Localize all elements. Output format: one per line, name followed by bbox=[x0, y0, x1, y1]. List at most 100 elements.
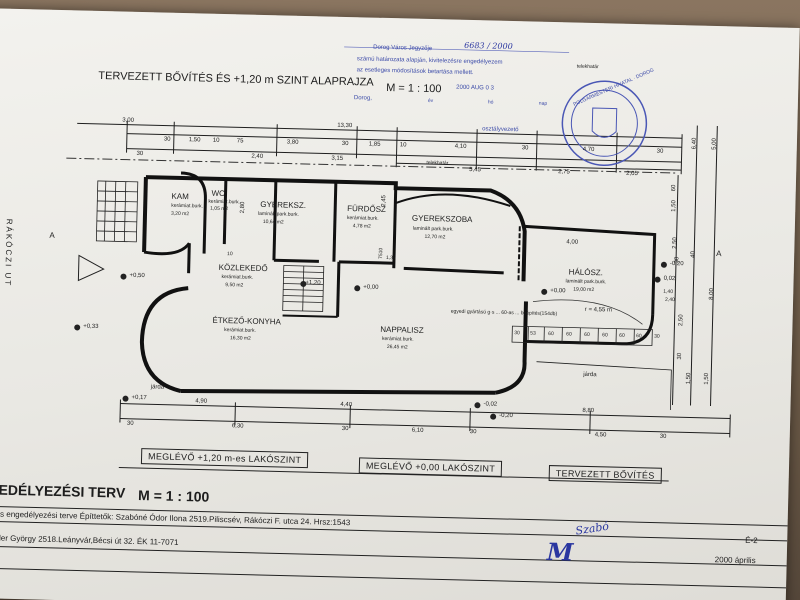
dim-inner: 4,00 bbox=[566, 239, 579, 246]
stair-step-dim: 30 bbox=[654, 333, 660, 340]
dim-top-r2-11: 4,70 bbox=[582, 146, 595, 154]
dim-bottom-r2: 30 bbox=[469, 429, 477, 436]
room-area: 4,78 m2 bbox=[352, 223, 371, 230]
level-mark: +0,33 bbox=[83, 323, 99, 330]
dim-top-r2-2: 1,50 bbox=[188, 137, 201, 144]
room-name: WC bbox=[211, 188, 225, 199]
room-area: 1,05 m2 bbox=[210, 205, 229, 213]
room-area: 12,70 m2 bbox=[424, 233, 446, 241]
dim-top-r3-2: 2,40 bbox=[251, 153, 264, 160]
dim-inner: 10 bbox=[226, 251, 233, 258]
room-area: 9,50 m2 bbox=[225, 282, 244, 289]
dim-bottom-r2: 6,30 bbox=[231, 423, 244, 430]
sidewalk-label-left: járda bbox=[150, 384, 165, 391]
dim-right: 30 bbox=[674, 256, 681, 264]
dim-bottom: 4,90 bbox=[195, 398, 208, 405]
room-finish: kerámiat.burk. bbox=[221, 273, 254, 281]
stamp-date: 2000 AUG 0 3 bbox=[456, 84, 494, 92]
sidewalk-label-right: járda bbox=[583, 371, 597, 379]
dim-bottom-r2: 30 bbox=[341, 425, 349, 433]
property-line-label-top: telekhatár bbox=[576, 63, 599, 71]
property-line-label: telekhatár bbox=[426, 159, 449, 167]
dim-right: 30 bbox=[676, 352, 684, 360]
sheet-number: É-2 bbox=[745, 535, 758, 546]
legend-planned-extension: TERVEZETT BŐVÍTÉS bbox=[548, 465, 662, 484]
dim-right: 5,00 bbox=[711, 138, 718, 150]
stair-step-dim: 53 bbox=[530, 330, 536, 337]
room-finish: kerámiat.burk. bbox=[381, 335, 414, 343]
room-name: GYEREKSZ. bbox=[260, 199, 307, 211]
dim-top-r2-1: 30 bbox=[163, 136, 171, 143]
dim-right: 1,50 bbox=[671, 200, 678, 212]
section-mark-left: A bbox=[49, 230, 55, 240]
dim-top-r2-9: 4,10 bbox=[454, 143, 467, 150]
room-name: NAPPALISZ bbox=[380, 324, 424, 335]
dim-top-r2-7: 1,85 bbox=[368, 141, 381, 148]
room-area: 19,00 m2 bbox=[573, 286, 595, 294]
stamp-ho: hó bbox=[487, 99, 494, 106]
stamp-city: Dorog, bbox=[353, 95, 372, 102]
room-finish: laminált park.burk. bbox=[257, 210, 299, 218]
stair-step-dim: 60 bbox=[548, 330, 554, 338]
level-mark: -0,20 bbox=[499, 412, 513, 420]
dim-inner: 2,80 bbox=[239, 201, 247, 214]
room-area: 26,45 m2 bbox=[386, 344, 408, 351]
dim-bottom: 8,80 bbox=[582, 407, 595, 415]
room-name: KAM bbox=[171, 191, 189, 202]
stamp-signer: osztályvezető bbox=[482, 126, 519, 134]
level-mark: +0,00 bbox=[550, 288, 566, 295]
dim-top-r2-5: 3,80 bbox=[286, 139, 299, 146]
stamp-ev: év bbox=[427, 97, 434, 105]
dim-right: 2,50 bbox=[678, 314, 685, 327]
dim-top-r2-12: 30 bbox=[656, 148, 664, 155]
dim-bottom-r2: 30 bbox=[659, 433, 667, 440]
dim-top-r3-4: 5,45 bbox=[469, 167, 481, 174]
stamp-handwritten-number: 6683 / 2000 bbox=[464, 40, 513, 52]
dim-right: 1,50 bbox=[703, 372, 711, 385]
dim-inner: 7510 bbox=[378, 247, 385, 260]
stair-step-dim: 60 bbox=[636, 333, 642, 340]
room-area: 16,30 m2 bbox=[229, 335, 251, 342]
room-finish: laminált park.burk. bbox=[412, 225, 454, 233]
room-finish: kerámiat.burk. bbox=[346, 215, 379, 222]
plan-sheet: Dorog Város Jegyzője 6683 / 2000 számú h… bbox=[0, 8, 800, 600]
stair-step-dim: 60 bbox=[602, 332, 608, 339]
stair-step-dim: 60 bbox=[619, 332, 625, 339]
dim-top-r3-6: 2,05 bbox=[626, 170, 638, 178]
level-mark: +0,17 bbox=[131, 394, 147, 402]
dim-top-r3-5: 2,75 bbox=[558, 169, 570, 176]
floor-plan-drawing bbox=[0, 46, 788, 589]
dim-top-r2-6: 30 bbox=[341, 140, 349, 148]
section-mark-right: A bbox=[716, 249, 722, 259]
plan-scale: M = 1 : 100 bbox=[386, 81, 442, 96]
level-mark: 0,02 bbox=[663, 275, 676, 283]
dim-right: 60 bbox=[671, 184, 678, 192]
room-finish: kerámiat.burk. bbox=[208, 198, 241, 206]
stair-step-dim: 30 bbox=[514, 330, 520, 337]
title-block-date: 2000 április bbox=[714, 555, 756, 566]
title-block-heading: ENGEDÉLYEZÉSI TERV bbox=[0, 480, 126, 501]
level-mark: -0,02 bbox=[483, 401, 498, 408]
room-name: GYEREKSZOBA bbox=[411, 213, 473, 225]
dim-top-2: 13,30 bbox=[337, 122, 353, 130]
dim-bottom-r2: 4,50 bbox=[594, 432, 607, 439]
dim-top-r3-3: 3,15 bbox=[331, 155, 344, 162]
dim-bottom-r2: 6,10 bbox=[411, 427, 424, 434]
dim-right: 2,50 bbox=[672, 237, 679, 249]
dim-inner: 1,35 bbox=[385, 254, 396, 262]
stair-step-dim: 60 bbox=[584, 331, 590, 338]
stair-step-dim: 60 bbox=[566, 331, 572, 338]
dim-right: 40 bbox=[690, 251, 697, 258]
dim-right: 8,00 bbox=[708, 288, 716, 300]
dim-radius: r = 4,55 m bbox=[584, 306, 613, 314]
room-area: 10,64 m2 bbox=[262, 218, 284, 226]
signature-designer: M bbox=[546, 537, 574, 567]
stamp-nap: nap bbox=[538, 100, 548, 107]
dim-right: 6,40 bbox=[691, 137, 698, 150]
level-mark: +0,50 bbox=[129, 272, 145, 280]
dim-top-r2-4: 75 bbox=[236, 138, 244, 145]
dim-right: 1,50 bbox=[685, 372, 693, 385]
room-finish: laminált park.burk. bbox=[565, 278, 607, 286]
room-name: KÖZLEKEDŐ bbox=[218, 262, 268, 274]
